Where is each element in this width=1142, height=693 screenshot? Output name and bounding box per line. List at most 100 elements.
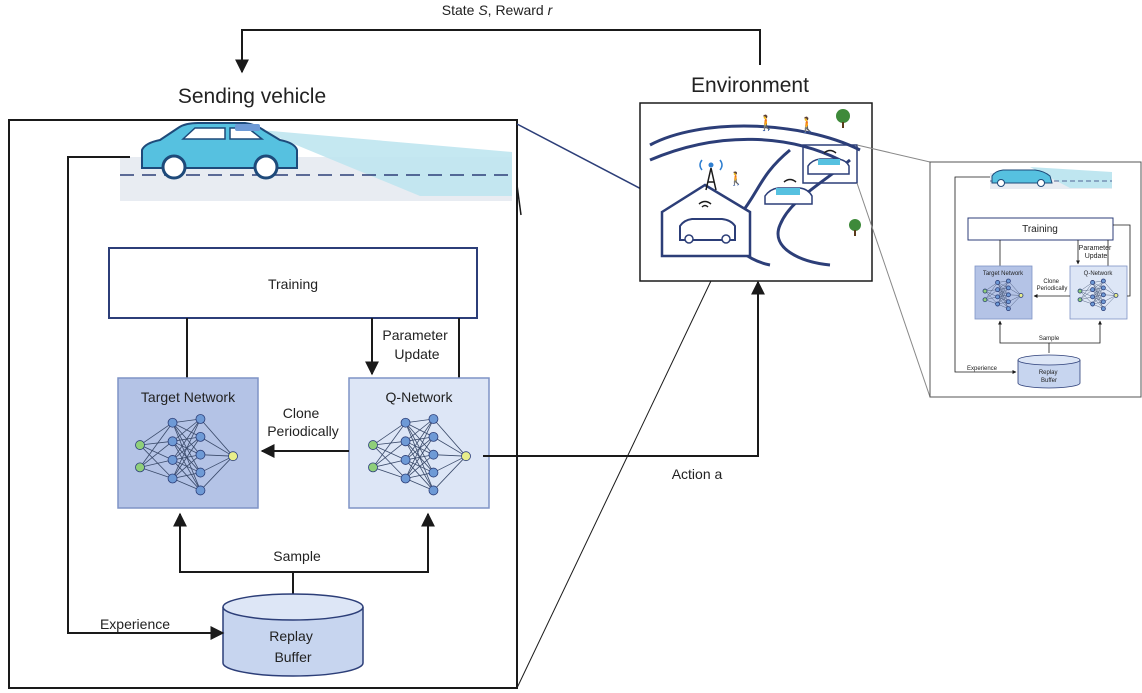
q-network-graph [368,414,471,496]
nn-node [1006,299,1011,305]
nn-node [1090,301,1095,307]
nn-node [195,431,206,442]
nn-node [368,440,378,450]
thumbnail-panel: Training Parameter Update Target Network… [929,161,1142,398]
nn-edge [172,436,201,479]
nn-node [1006,306,1011,312]
nn-edge [433,454,467,457]
nn-edge [984,289,998,300]
sending-vehicle-box [8,119,518,689]
nn-edge [1008,280,1022,296]
nn-node [167,455,178,465]
nn-node [428,431,439,442]
nn-node [1101,292,1106,298]
nn-edge [1079,289,1093,300]
environment-title: Environment [691,74,809,97]
nn-node [1101,306,1106,312]
q-network-label: Q-Network [386,389,454,405]
nn-node [1090,287,1095,293]
nn-node [428,485,439,496]
nn-edge [200,454,234,457]
nn-node [982,288,988,294]
nn-node [195,467,206,478]
nn-edge [372,466,406,479]
environment-scene: 🚶 🚶 🚶 [649,109,861,267]
target-network-label: Target Network [141,389,236,405]
nn-node [995,280,1000,285]
nn-edge [139,466,173,479]
nn-edge [139,440,173,446]
nn-node [135,462,145,473]
nn-node [428,414,439,424]
svg-text:🚶: 🚶 [798,116,817,134]
nn-edge [1008,287,1022,296]
nn-edge [433,418,467,457]
nn-node [1006,278,1011,284]
nn-edge [200,436,234,457]
nn-node [428,449,439,460]
nn-edge [172,418,201,479]
training-label: Training [268,276,318,292]
nn-edge [405,418,434,461]
nn-node [167,436,178,447]
nn-edge [372,422,406,468]
svg-text:Experience: Experience [967,366,998,372]
replay-buffer: Replay Buffer [222,593,364,677]
nn-node [1090,294,1095,300]
nn-node [1077,288,1083,294]
nn-edge [405,478,434,491]
nn-node [400,417,411,428]
nn-node [1101,285,1106,291]
svg-text:Target Network: Target Network [983,271,1024,277]
nn-edge [433,436,467,457]
nn-node [1101,278,1106,284]
sample-label: Sample [273,548,321,564]
nn-edge [1008,295,1022,309]
nn-node [982,297,988,303]
nn-edge [433,455,467,473]
nn-node [1018,292,1024,298]
nn-edge [372,459,406,468]
nn-edge [1103,287,1117,296]
nn-edge [1092,280,1104,297]
nn-edge [1079,290,1093,305]
nn-edge [1079,282,1093,292]
nn-edge [405,418,434,479]
action-label: Action a [672,466,723,482]
nn-edge [1092,280,1104,305]
nn-node [167,473,178,484]
nn-node [461,451,471,462]
nn-edge [200,455,234,473]
nn-edge [172,454,201,479]
nn-node [1090,280,1095,285]
nn-node [428,467,439,478]
nn-node [400,473,411,484]
nn-edge [1092,287,1104,305]
nn-edge [139,459,173,468]
nn-edge [405,418,434,442]
sample-arrows [173,512,294,595]
nn-edge [433,455,467,491]
nn-edge [997,280,1009,305]
experience-label: Experience [100,616,170,632]
nn-edge [372,441,406,468]
nn-edge [139,422,173,468]
thumbnail-training-label: Training [1022,224,1058,235]
nn-edge [984,282,998,292]
nn-edge [200,418,234,457]
nn-edge [372,422,406,446]
nn-edge [1103,295,1117,309]
action-arrow [483,280,765,457]
nn-edge [172,418,201,461]
nn-node [1077,297,1083,303]
nn-edge [139,444,173,461]
nn-node [400,455,411,465]
nn-node [195,449,206,460]
nn-edge [139,441,173,468]
nn-edge [139,444,173,479]
nn-edge [984,290,998,305]
nn-node [195,414,206,424]
nn-edge [372,440,406,446]
nn-edge [984,282,998,300]
